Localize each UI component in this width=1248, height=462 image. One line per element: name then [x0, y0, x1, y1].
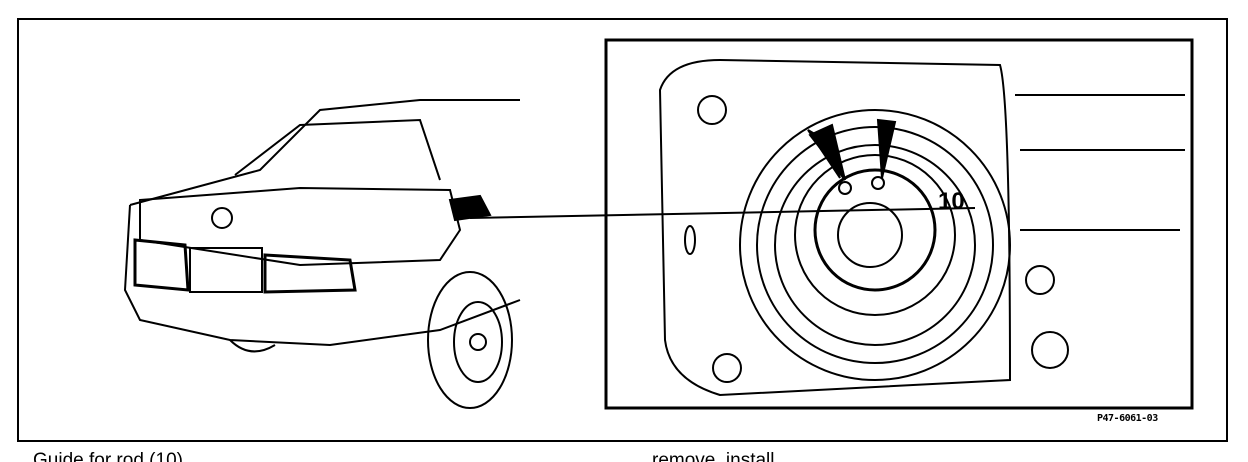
- caption-left: Guide for rod (10): [33, 450, 183, 462]
- caption-right: remove, install: [652, 450, 775, 462]
- detail-view: [604, 38, 1194, 410]
- callout-number: 10: [938, 188, 965, 215]
- car-rear-view: [123, 99, 521, 409]
- leader-line: [469, 207, 976, 219]
- figure-code: P47-6061-03: [1097, 413, 1158, 424]
- figure-frame: [17, 18, 1228, 442]
